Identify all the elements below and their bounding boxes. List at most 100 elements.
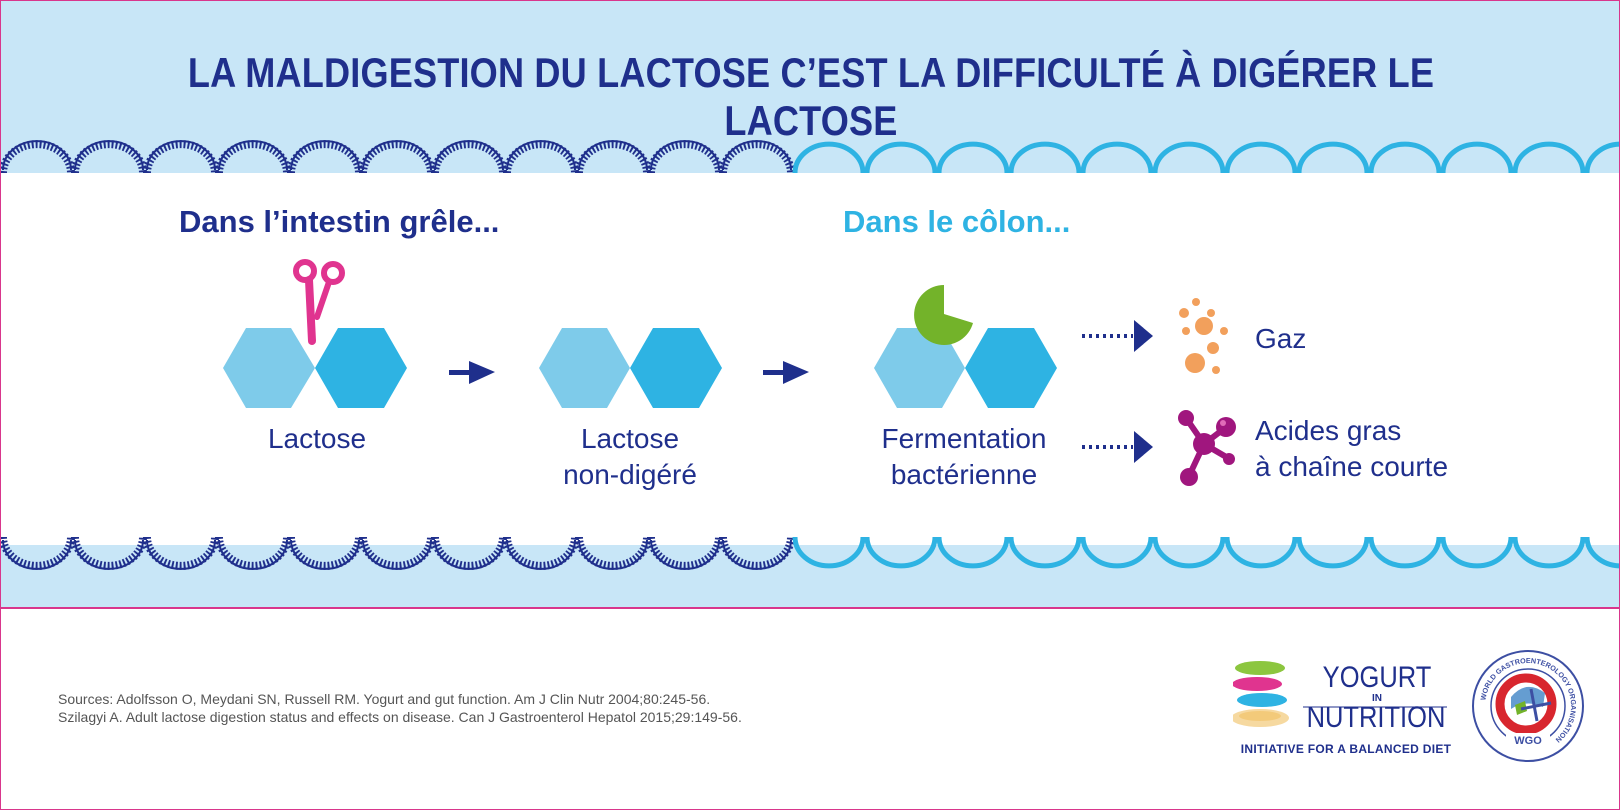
lactose-molecule	[223, 328, 407, 408]
villus-arc	[647, 536, 723, 570]
galactose-hexagon	[630, 328, 722, 408]
villus-arc	[936, 536, 1010, 569]
glucose-hexagon	[874, 328, 965, 408]
villus-arc	[864, 141, 938, 174]
scissors-icon	[293, 259, 345, 345]
villus-arc-edge	[290, 140, 360, 171]
top-intestine-border	[1, 140, 1619, 174]
dotted-arrow-gas-icon	[1082, 320, 1153, 352]
arrow-right-icon	[763, 361, 809, 384]
villus-arc-edge	[218, 539, 288, 570]
villus-arc-edge	[74, 539, 144, 570]
villus-arc	[1584, 536, 1619, 569]
villus-arc	[143, 140, 219, 174]
villus-arc	[287, 536, 363, 570]
villus-arc-edge	[362, 140, 432, 171]
villus-arc	[359, 140, 435, 174]
villus-arc-edge	[722, 539, 792, 570]
villus-arc-edge	[434, 140, 504, 171]
small-intestine-heading: Dans l’intestin grêle...	[179, 204, 500, 239]
galactose-hexagon	[965, 328, 1057, 408]
villus-arc-edge	[2, 140, 72, 171]
logo-word-yogurt: YOGURT	[1322, 661, 1432, 694]
villus-arc	[936, 141, 1010, 174]
villus-arc	[1, 140, 75, 174]
bacteria-pacman-icon	[914, 285, 973, 345]
yogurt-in-nutrition-logo-icon	[1233, 661, 1447, 727]
villus-arc	[1224, 536, 1298, 569]
villus-arc-edge	[434, 539, 504, 570]
glucose-hexagon	[539, 328, 630, 408]
villus-arc-edge	[74, 140, 144, 171]
fermentation-label-line2: bactérienne	[890, 459, 1038, 490]
villus-arc	[719, 140, 795, 174]
villus-arc-edge	[650, 140, 720, 171]
fermenting-lactose-molecule	[874, 328, 1057, 408]
villus-arc	[1152, 141, 1226, 174]
villus-arc-edge	[578, 539, 648, 570]
divider-line	[1, 607, 1619, 609]
lactose-label-text: Lactose	[267, 423, 367, 454]
fermentation-label: Fermentation bactérienne	[849, 421, 1079, 493]
villus-arc	[1584, 141, 1619, 174]
villus-arc	[143, 536, 219, 570]
villus-arc	[1008, 536, 1082, 569]
gas-label: Gaz	[1255, 323, 1307, 354]
logo-word-in: IN	[1372, 693, 1382, 704]
wgo-seal-icon: WORLD GASTROENTEROLOGY ORGANISATION WGO	[1472, 650, 1584, 762]
villus-arc	[792, 141, 866, 174]
villus-arc	[215, 140, 291, 174]
villus-arc	[1512, 141, 1586, 174]
villus-arc-edge	[722, 140, 792, 171]
digestion-diagram	[223, 259, 1236, 486]
bottom-intestine-border	[1, 536, 1619, 570]
villus-arc	[1152, 536, 1226, 569]
villus-arc	[1512, 536, 1586, 569]
colon-heading: Dans le côlon...	[843, 204, 1071, 239]
undigested-lactose-molecule	[539, 328, 722, 408]
villus-arc	[575, 140, 651, 174]
arrow-right-icon	[449, 361, 495, 384]
villus-arc-edge	[2, 539, 72, 570]
sources-citation: Sources: Adolfsson O, Meydani SN, Russel…	[58, 690, 742, 726]
villus-arc-edge	[146, 140, 216, 171]
fermentation-label-line1: Fermentation	[881, 423, 1047, 454]
villus-arc-edge	[650, 539, 720, 570]
undigested-label-line1: Lactose	[580, 423, 680, 454]
villus-arc	[1, 536, 75, 570]
villus-arc	[431, 140, 507, 174]
undigested-label-line2: non-digéré	[563, 459, 697, 490]
villus-arc	[1368, 536, 1442, 569]
logo-tagline: INITIATIVE FOR A BALANCED DIET	[1240, 742, 1452, 756]
villus-arc-edge	[218, 140, 288, 171]
source-line-2: Szilagyi A. Adult lactose digestion stat…	[58, 709, 742, 725]
gas-bubbles-icon	[1179, 298, 1228, 374]
villus-arc	[1368, 141, 1442, 174]
fatty-acids-label-line2: à chaîne courte	[1255, 451, 1449, 482]
fatty-acids-label-line1: Acides gras	[1255, 415, 1402, 446]
villus-arc	[1440, 536, 1514, 569]
villus-arc	[792, 536, 866, 569]
villus-arc	[1224, 141, 1298, 174]
villus-arc-edge	[506, 539, 576, 570]
villus-arc-edge	[362, 539, 432, 570]
villus-arc	[1008, 141, 1082, 174]
lactose-label: Lactose	[217, 421, 417, 457]
villus-arc	[503, 536, 579, 570]
villus-arc	[575, 536, 651, 570]
fatty-acids-label: Acides gras à chaîne courte	[1255, 413, 1448, 485]
villus-arc	[647, 140, 723, 174]
villus-arc	[1296, 141, 1370, 174]
villus-arc	[215, 536, 291, 570]
villus-arc-edge	[506, 140, 576, 171]
villus-arc-edge	[146, 539, 216, 570]
villus-arc	[864, 536, 938, 569]
galactose-hexagon	[315, 328, 407, 408]
wgo-short-text: WGO	[1514, 735, 1542, 747]
villus-arc	[287, 140, 363, 174]
villus-arc	[71, 140, 147, 174]
molecule-icon	[1178, 410, 1236, 486]
villus-arc	[503, 140, 579, 174]
villus-arc	[359, 536, 435, 570]
